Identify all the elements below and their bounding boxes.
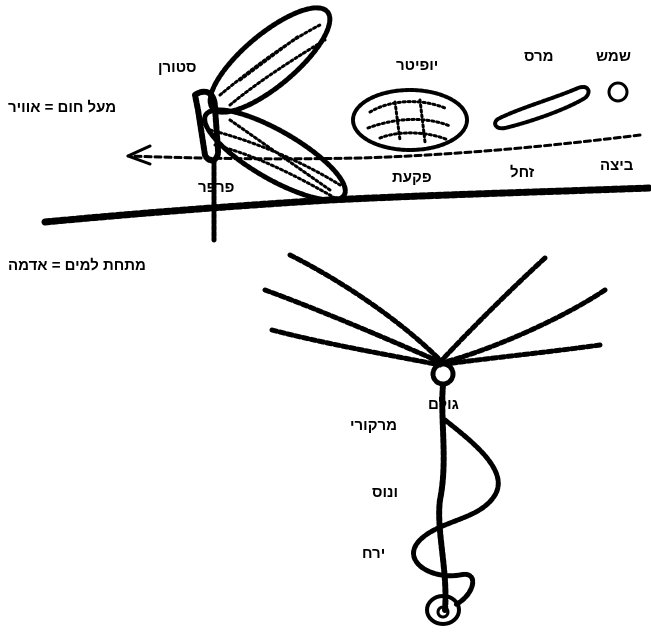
label-moon: ירח: [362, 546, 385, 561]
label-butterfly: פרפר: [198, 180, 234, 195]
label-egg: ביצה: [600, 158, 633, 173]
mars-shape: [495, 87, 588, 128]
label-mercury: מרקורי: [350, 418, 397, 433]
spiral-line: [414, 420, 499, 605]
label-mars: מרס: [524, 49, 554, 64]
root-line-5: [445, 290, 605, 362]
pupa-knot: [433, 364, 453, 384]
jupiter-scribble: [368, 100, 450, 142]
label-pupa: גולם: [428, 397, 459, 412]
label-bubble: פקעת: [392, 170, 432, 185]
label-sun: שמש: [596, 49, 631, 64]
label-jupiter: יופיטר: [396, 58, 438, 73]
label-above-heat: מעל חום = אוויר: [8, 100, 116, 115]
label-crawl: זחל: [510, 165, 534, 180]
sun-circle: [609, 83, 627, 101]
label-venus: ונוס: [372, 485, 398, 500]
label-saturn: סטורן: [158, 60, 197, 75]
label-below-water: מתחת למים = אדמה: [8, 258, 146, 273]
root-line-2: [265, 290, 440, 362]
